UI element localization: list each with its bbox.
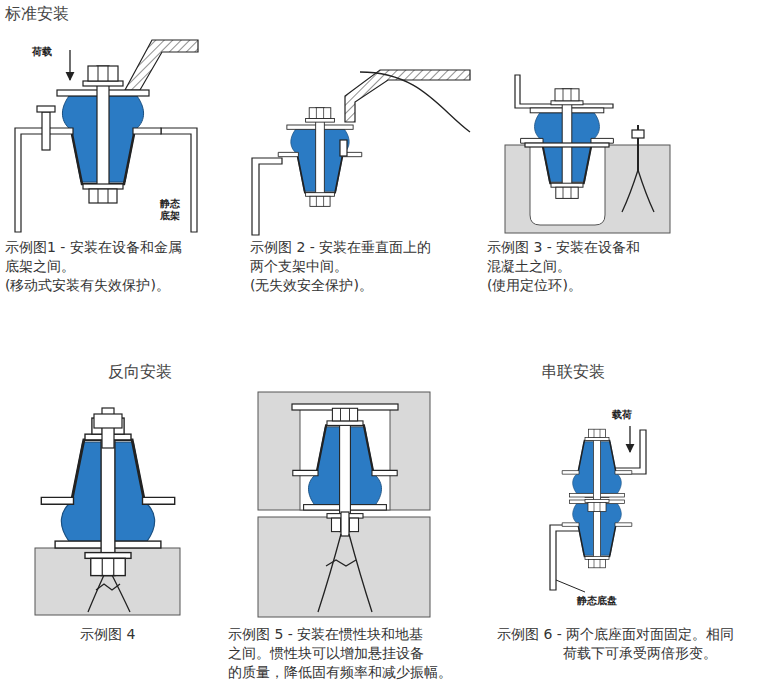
section-heading: 标准安装 — [5, 4, 69, 23]
figure-caption: 示例图 4 — [80, 625, 135, 644]
figure-caption: 示例图 3 - 安装在设备和 混凝土之间。 — [487, 238, 687, 276]
figure-note: (移动式安装有失效保护)。 — [5, 276, 240, 295]
part-label: 静态底盘 — [577, 595, 617, 607]
figure-caption: 示例图1 - 安装在设备和金属 底架之间。 — [5, 238, 240, 276]
figure-note: (无失效安全保护)。 — [250, 276, 480, 295]
figure-note: (使用定位环)。 — [487, 276, 687, 295]
section-heading: 反向安装 — [108, 362, 172, 381]
figure-2 — [252, 70, 470, 235]
figure-4 — [35, 408, 180, 615]
part-label: 荷载 — [32, 46, 52, 58]
figure-caption: 示例图 2 - 安装在垂直面上的 两个支架中间。 — [250, 238, 485, 276]
part-label: 载荷 — [612, 409, 632, 421]
figure-5 — [258, 392, 430, 617]
section-heading: 串联安装 — [541, 362, 605, 381]
part-label: 静态 底架 — [160, 198, 184, 222]
figure-3 — [505, 75, 670, 233]
figure-1 — [15, 40, 198, 232]
figure-caption: 示例图 5 - 安装在惯性块和地基 之间。惯性块可以增加悬挂设备 的质量，降低固… — [228, 625, 460, 682]
figure-caption: 示例图 6 - 两个底座面对面固定。相同 荷载下可承受两倍形变。 — [497, 625, 753, 663]
figure-6 — [550, 426, 646, 592]
